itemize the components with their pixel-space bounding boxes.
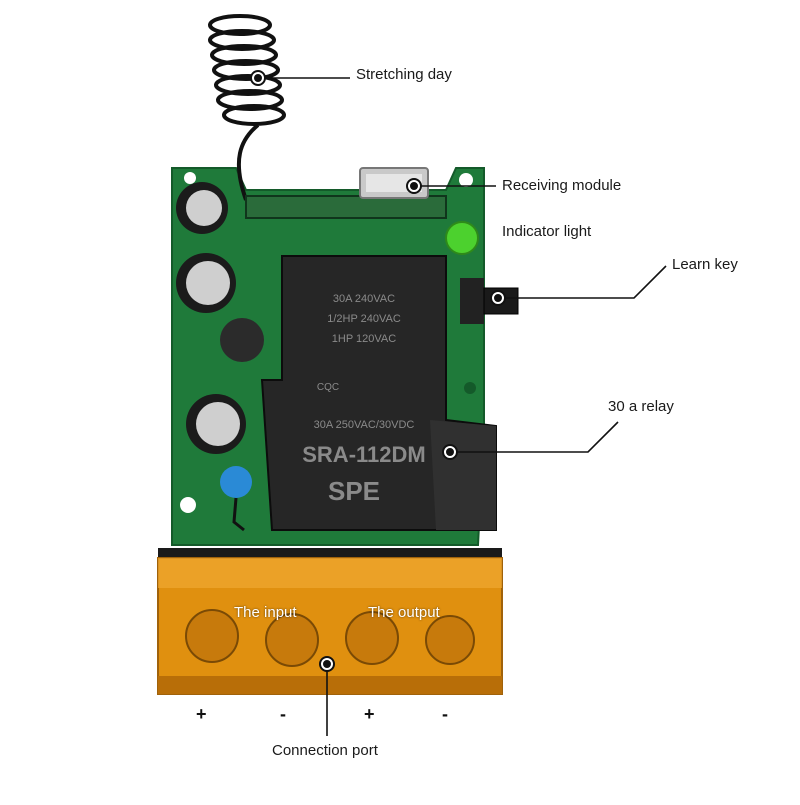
label-learn-key: Learn key [672,256,738,273]
terminal-screw-4 [425,615,475,665]
terminal-block [157,548,503,695]
svg-text:SRA-112DM: SRA-112DM [302,442,425,467]
terminal-screw-3 [345,611,399,665]
label-indicator-light: Indicator light [502,223,592,240]
svg-text:30A 240VAC: 30A 240VAC [333,293,395,305]
callout-lines [258,77,667,736]
terminal-screw-1 [185,609,239,663]
antenna-coil [208,14,286,201]
indicator-led [445,221,479,255]
learn-key-button [460,278,519,324]
callout-dots [250,70,506,672]
capacitors [176,182,264,532]
svg-text:CQC: CQC [317,382,339,393]
label-output: The output [368,604,440,621]
label-connection-port: Connection port [272,742,378,759]
label-relay: 30 a relay [608,398,674,415]
label-input: The input [234,604,297,621]
terminal-screw-2 [265,613,319,667]
svg-text:30A 250VAC/30VDC: 30A 250VAC/30VDC [314,419,415,431]
svg-text:SPE: SPE [328,476,380,506]
relay-markings: SRA-112DM 30A 250VAC/30VDC 1HP 120VAC 1/… [302,293,425,506]
label-receiving-module: Receiving module [502,177,622,194]
label-antenna: Stretching day [356,66,452,83]
svg-text:1HP 120VAC: 1HP 120VAC [332,333,396,345]
sign-input-plus: + [196,704,207,724]
sign-output-minus: - [442,704,448,724]
sign-input-minus: - [280,704,286,724]
svg-text:1/2HP 240VAC: 1/2HP 240VAC [327,313,401,325]
sign-output-plus: + [364,704,375,724]
